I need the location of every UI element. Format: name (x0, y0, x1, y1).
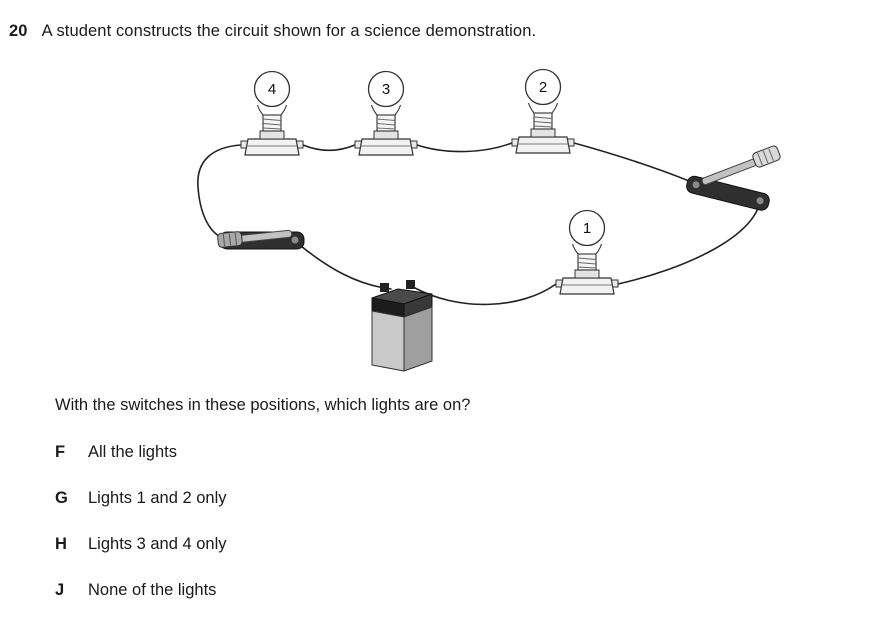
choice-h-text: Lights 3 and 4 only (88, 535, 227, 553)
light-bulb-2: 2 (511, 68, 575, 154)
choice-g-letter: G (55, 489, 68, 507)
choice-h-letter: H (55, 535, 67, 553)
choice-j: J None of the lights (55, 581, 227, 627)
light-bulb-4: 4 (240, 70, 304, 156)
question-stem: A student constructs the circuit shown f… (41, 22, 537, 40)
question-number: 20 (9, 22, 28, 40)
circuit-wires (197, 142, 761, 306)
wire-bulb4-to-left-switch (197, 144, 242, 240)
question-header: 20 A student constructs the circuit shown… (9, 22, 536, 41)
light-bulb-1: 1 (555, 209, 619, 295)
circuit-diagram: 4 3 2 1 (197, 68, 781, 372)
bulb-3-label: 3 (382, 81, 390, 98)
switch-left-closed (217, 229, 305, 250)
question-prompt: With the switches in these positions, wh… (55, 396, 471, 414)
answer-choices: F All the lights G Lights 1 and 2 only H… (55, 443, 227, 627)
choice-h: H Lights 3 and 4 only (55, 535, 227, 581)
choice-j-text: None of the lights (88, 581, 217, 599)
choice-j-letter: J (55, 581, 65, 599)
light-bulb-3: 3 (354, 70, 418, 156)
wire-bulb3-to-bulb2 (416, 142, 513, 153)
choice-g: G Lights 1 and 2 only (55, 489, 227, 535)
wire-right-switch-to-bulb1 (617, 200, 761, 285)
wire-left-switch-to-battery (294, 240, 392, 290)
battery-terminal-right (406, 280, 415, 289)
wire-bulb1-to-battery (414, 283, 557, 306)
bulb-4-label: 4 (268, 81, 276, 98)
choice-f: F All the lights (55, 443, 227, 489)
battery-terminal-left (380, 283, 389, 292)
switch-right-open (686, 145, 781, 211)
battery-body-front (371, 310, 405, 372)
bulb-2-label: 2 (539, 79, 547, 96)
battery (371, 280, 433, 372)
battery-body-side (403, 306, 433, 372)
choice-g-text: Lights 1 and 2 only (88, 489, 227, 507)
wire-bulb4-to-bulb3 (302, 144, 356, 152)
choice-f-letter: F (55, 443, 66, 461)
wire-bulb2-to-right-switch (573, 142, 697, 185)
choice-f-text: All the lights (88, 443, 177, 461)
bulb-1-label: 1 (583, 220, 591, 237)
